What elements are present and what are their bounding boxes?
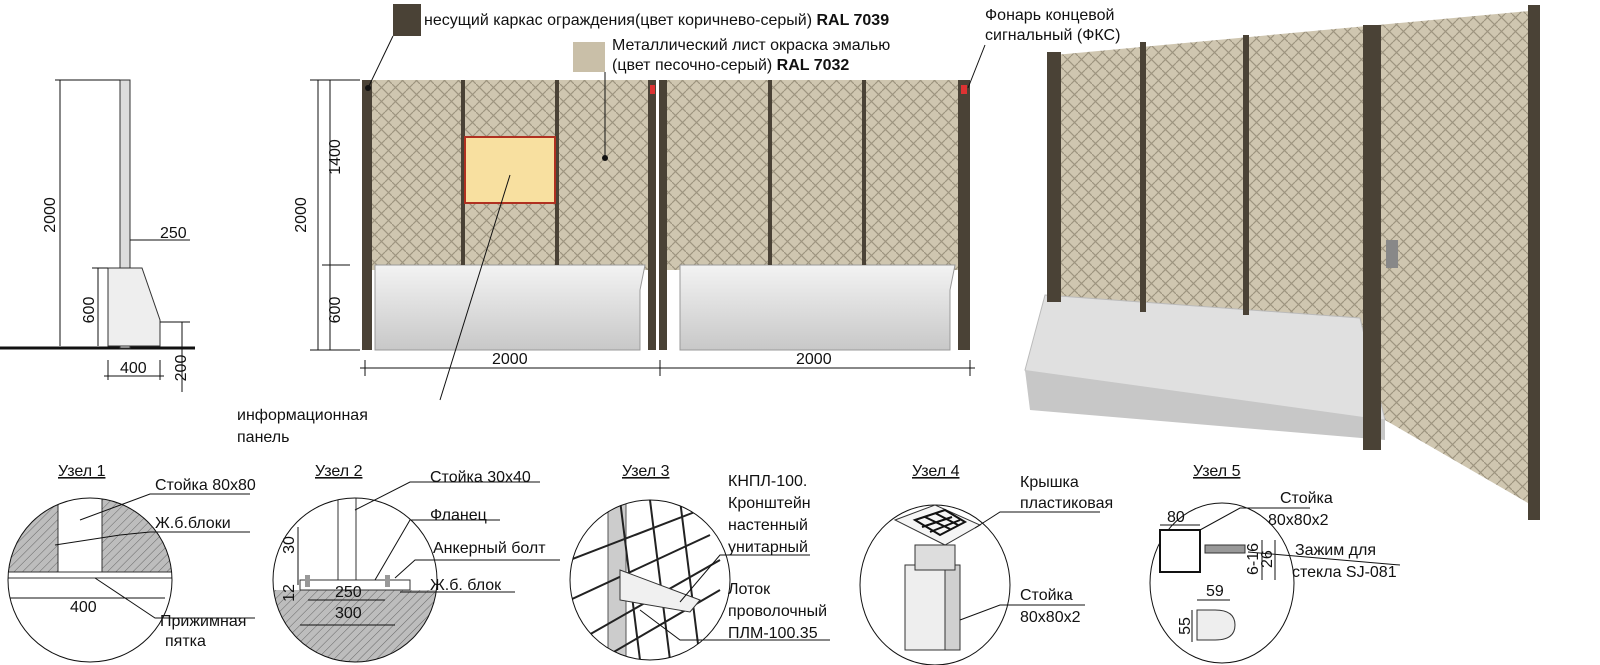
node-1: Узел 1 Стойка 80x80 Ж.б.блоки Прижимная … [7,463,256,663]
node-label: пятка [165,633,206,650]
node-5: Узел 5 80 6-16 26 59 55 Стойка 80x80x2 З… [1149,463,1401,664]
node-label: проволочный [728,603,827,620]
sheet-label-1: Металлический лист окраска эмалью [612,37,890,54]
node-label: Зажим для [1295,542,1376,559]
node-label: Ж.б.блоки [155,515,231,532]
front-view: 2000 1400 600 2000 2000 [293,79,975,401]
node-label: Фланец [430,507,487,524]
node-title: Узел 2 [315,463,363,480]
post [362,80,372,350]
sheet-color-swatch [573,42,605,72]
dim-offset: 200 [173,355,190,382]
node-label: Лоток [728,581,771,598]
dim-block-height: 600 [81,297,98,324]
node-dim: 400 [70,599,97,616]
post [648,80,656,350]
side-view: 2000 250 600 400 200 [0,79,195,392]
info-panel [464,136,556,204]
node-dim: 26 [1259,550,1276,568]
dim-base: 400 [120,360,147,377]
frame-color-swatch [393,4,421,36]
node-label: пластиковая [1020,495,1113,512]
info-label-1: информационная [237,407,368,424]
node-label: ПЛМ-100.35 [728,625,818,642]
frame-label: несущий каркас ограждения(цвет коричнево… [424,12,889,29]
node-label: Прижимная [160,613,246,630]
post [958,80,970,350]
node-4: Узел 4 Крышка пластиковая Стойка 80x80x2 [859,463,1113,665]
node-dim: 300 [335,605,362,622]
sheet-label-2: (цвет песочно-серый) RAL 7032 [612,57,849,74]
node-label: Стойка 80x80 [155,477,256,494]
lamp-label-2: сигнальный (ФКС) [985,27,1120,44]
node-label: Стойка 30x40 [430,469,531,486]
node-title: Узел 3 [622,463,670,480]
dim-span-2: 2000 [796,351,832,368]
node-label: Кронштейн [728,495,811,512]
post [119,79,131,349]
block-2 [679,264,956,351]
mesh-panel-2 [665,80,963,270]
node-label: унитарный [728,539,808,556]
node-title: Узел 1 [58,463,106,480]
node-label: КНПЛ-100. [728,473,807,490]
post [555,80,559,265]
node-label: Крышка [1020,474,1079,491]
node-dim: 250 [335,584,362,601]
node-dim: 59 [1206,583,1224,600]
dim-upper: 1400 [327,139,344,175]
node-title: Узел 4 [912,463,960,480]
dim-height: 2000 [42,197,59,233]
dim-total-height: 2000 [293,197,310,233]
node-dim: 55 [1177,617,1194,635]
dim-top: 250 [160,225,187,242]
node-dim: 30 [281,536,298,554]
signal-lamp [650,85,655,94]
signal-lamp [961,85,967,94]
post [659,80,667,350]
node-label: Ж.б. блок [430,577,502,594]
node-dim: 6-16 [1245,543,1262,575]
node-label: 80x80x2 [1268,512,1329,529]
node-2: Узел 2 Стойка 30x40 Фланец Анкерный болт… [272,463,560,663]
node-label: 80x80x2 [1020,609,1081,626]
node-title: Узел 5 [1193,463,1241,480]
post [862,80,866,265]
post [461,80,465,265]
node-label: Стойка [1020,587,1073,604]
concrete-block [107,267,161,347]
node-label: Стойка [1280,490,1333,507]
node-3: Узел 3 КНПЛ-100. Кронштейн настенный уни… [569,463,830,661]
node-label: настенный [728,517,808,534]
lamp-label-1: Фонарь концевой [985,7,1114,24]
legend: несущий каркас ограждения(цвет коричнево… [237,4,1120,446]
node-dim: 80 [1167,509,1185,526]
perspective-view [1024,5,1540,520]
post [768,80,772,265]
dim-lower: 600 [327,297,344,324]
info-label-2: панель [237,429,289,446]
dim-span-1: 2000 [492,351,528,368]
block-1 [374,264,646,351]
node-dim: 12 [281,584,298,602]
node-label: стекла SJ-081 [1292,564,1397,581]
node-label: Анкерный болт [433,540,546,557]
